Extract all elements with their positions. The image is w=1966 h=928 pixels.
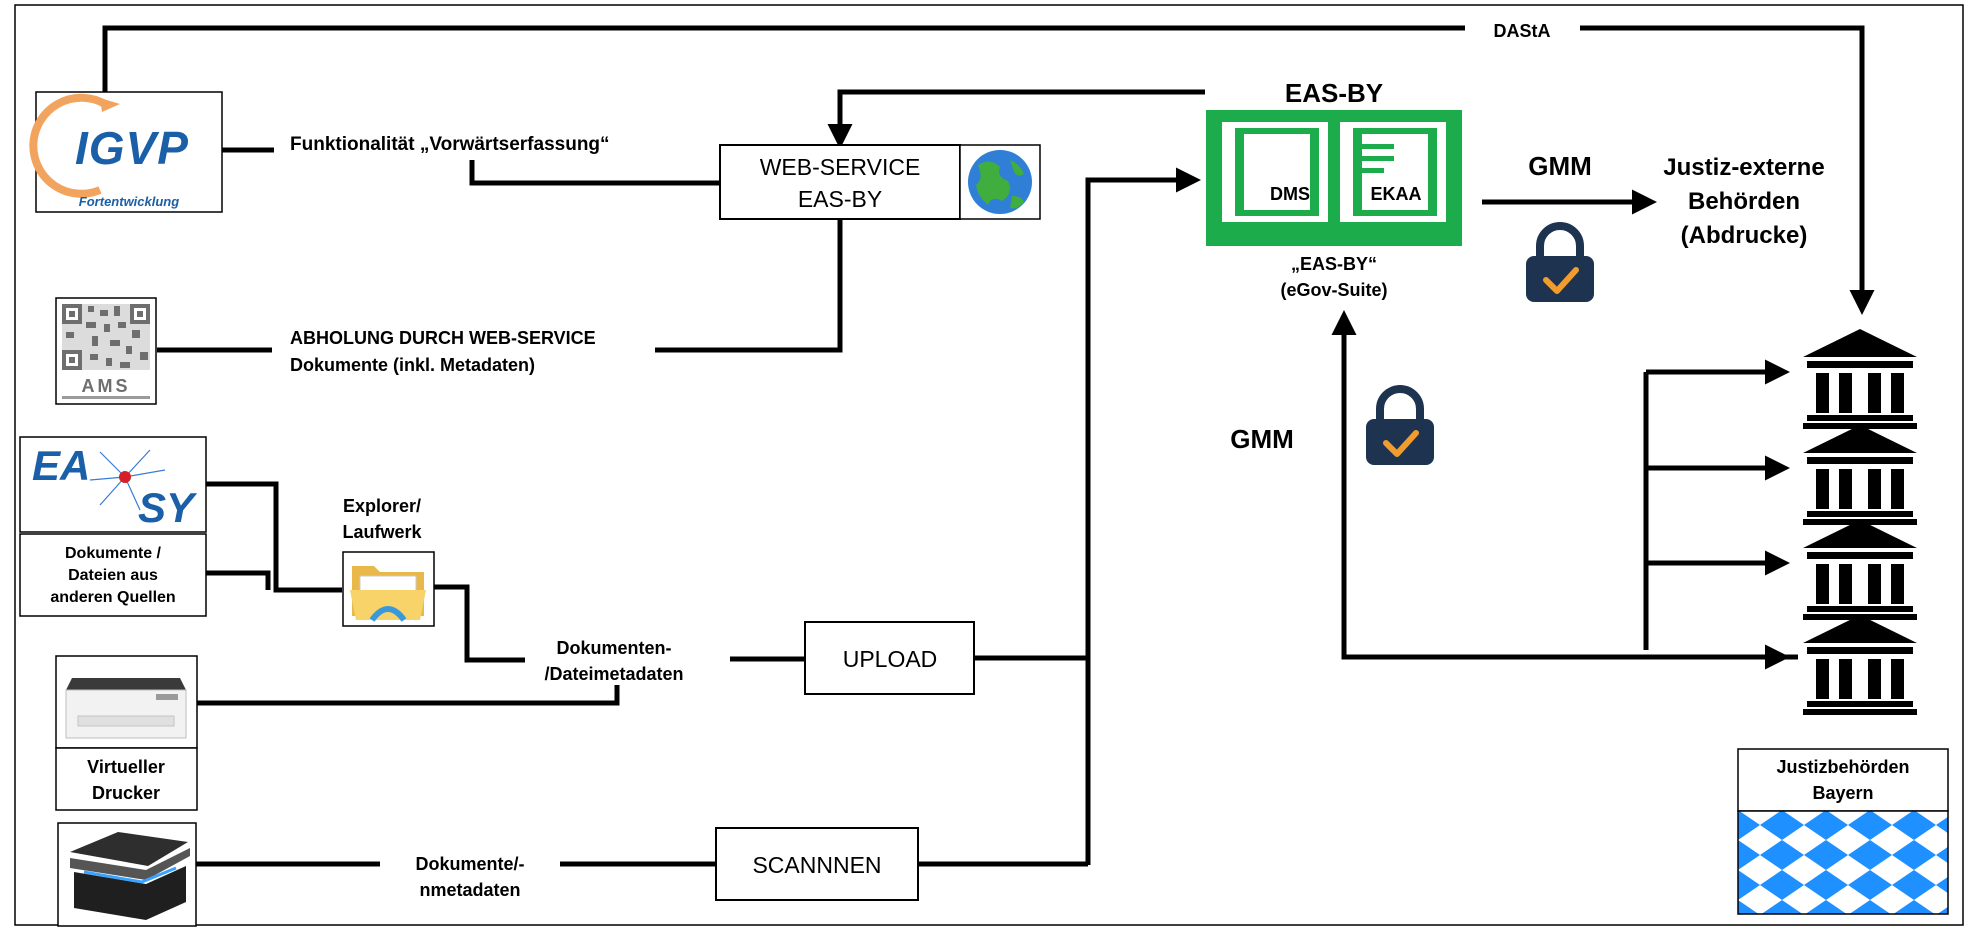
scan-metadata-label-line1: Dokumente/-	[415, 854, 524, 874]
qr-code-icon	[62, 304, 150, 370]
virtual-printer-line2: Drucker	[92, 783, 160, 803]
functionality-connector	[469, 160, 720, 186]
fetch-label-line2: Dokumente (inkl. Metadaten)	[290, 355, 535, 375]
eas-input-trunk	[1085, 167, 1201, 865]
globe-icon	[959, 144, 1041, 220]
easy-logo-left: EA	[32, 442, 90, 489]
lock-icon	[1526, 226, 1594, 302]
eas-dms-label: DMS	[1270, 184, 1310, 204]
other-sources-line3: anderen Quellen	[50, 589, 175, 606]
doc-metadata-label-line2: /Dateimetadaten	[544, 664, 683, 684]
other-sources-connector	[206, 570, 271, 590]
courthouse-to-eas-arrow	[1331, 310, 1798, 660]
dasta-connector	[102, 25, 1465, 92]
scanner-icon	[57, 822, 197, 927]
scan-box: SCANNNEN	[715, 827, 919, 901]
external-label-line2: Behörden	[1688, 188, 1800, 215]
eas-caption-line1: „EAS-BY“	[1291, 254, 1377, 274]
external-label-line1: Justiz-externe	[1663, 154, 1824, 181]
explorer-label-line1: Explorer/	[343, 496, 421, 516]
connectors	[102, 25, 1875, 867]
ams-logo-text: AMS	[82, 376, 131, 396]
bavaria-flag-icon	[1737, 810, 1949, 915]
ams-logo: AMS	[55, 297, 157, 405]
dasta-connector-right	[1580, 25, 1875, 315]
courthouse-icon	[1803, 615, 1917, 715]
webservice-fetch-connector	[655, 220, 843, 353]
virtual-printer-line1: Virtueller	[87, 757, 165, 777]
courthouse-icon	[1803, 520, 1917, 620]
bavaria-label-line2: Bayern	[1812, 783, 1873, 803]
easy-connector	[206, 481, 342, 593]
other-sources-line2: Dateien aus	[68, 567, 158, 584]
printer-icon	[55, 655, 198, 749]
courthouse-icon	[1803, 425, 1917, 525]
igvp-logo-subtitle: Fortentwicklung	[79, 194, 179, 209]
igvp-logo-text: IGVP	[75, 122, 189, 174]
eas-caption-line2: (eGov-Suite)	[1280, 280, 1387, 300]
explorer-connector	[434, 584, 525, 663]
gmm-left-label: GMM	[1230, 424, 1294, 454]
upload-label: UPLOAD	[843, 646, 938, 672]
doc-metadata-label-line1: Dokumenten-	[556, 638, 671, 658]
webservice-label-line1: WEB-SERVICE	[760, 154, 921, 180]
upload-box: UPLOAD	[804, 621, 975, 695]
other-sources-box: Dokumente / Dateien aus anderen Quellen	[19, 533, 207, 617]
scan-metadata-label-line2: nmetadaten	[419, 880, 520, 900]
external-label-line3: (Abdrucke)	[1681, 222, 1808, 249]
gmm-top-label: GMM	[1528, 151, 1592, 181]
virtual-printer-box: Virtueller Drucker	[55, 747, 198, 811]
lock-icon	[1366, 389, 1434, 465]
folder-icon	[342, 551, 435, 627]
eas-book-icon: DMS EKAA	[1206, 110, 1462, 246]
eas-to-webservice-arrow	[827, 89, 1205, 149]
scan-label: SCANNNEN	[752, 852, 881, 878]
webservice-label-line2: EAS-BY	[798, 186, 882, 212]
webservice-box: WEB-SERVICE EAS-BY	[719, 144, 961, 220]
diagram-frame	[14, 4, 1964, 926]
functionality-label: Funktionalität „Vorwärtserfassung“	[290, 134, 610, 155]
eas-ekaa-label: EKAA	[1370, 184, 1421, 204]
fetch-label-line1: ABHOLUNG DURCH WEB-SERVICE	[290, 328, 596, 348]
printer-connector	[195, 685, 620, 706]
easy-logo: EA SY	[19, 436, 207, 533]
igvp-logo: IGVP Fortentwicklung	[29, 91, 223, 213]
bavaria-box: Justizbehörden Bayern	[1737, 748, 1949, 812]
courthouse-icon	[1803, 329, 1917, 429]
eas-title: EAS-BY	[1285, 78, 1383, 108]
bavaria-label-line1: Justizbehörden	[1776, 757, 1909, 777]
explorer-label-line2: Laufwerk	[342, 522, 422, 542]
easy-logo-right: SY	[138, 484, 198, 531]
dasta-label: DAStA	[1494, 21, 1551, 41]
other-sources-line1: Dokumente /	[65, 545, 162, 562]
